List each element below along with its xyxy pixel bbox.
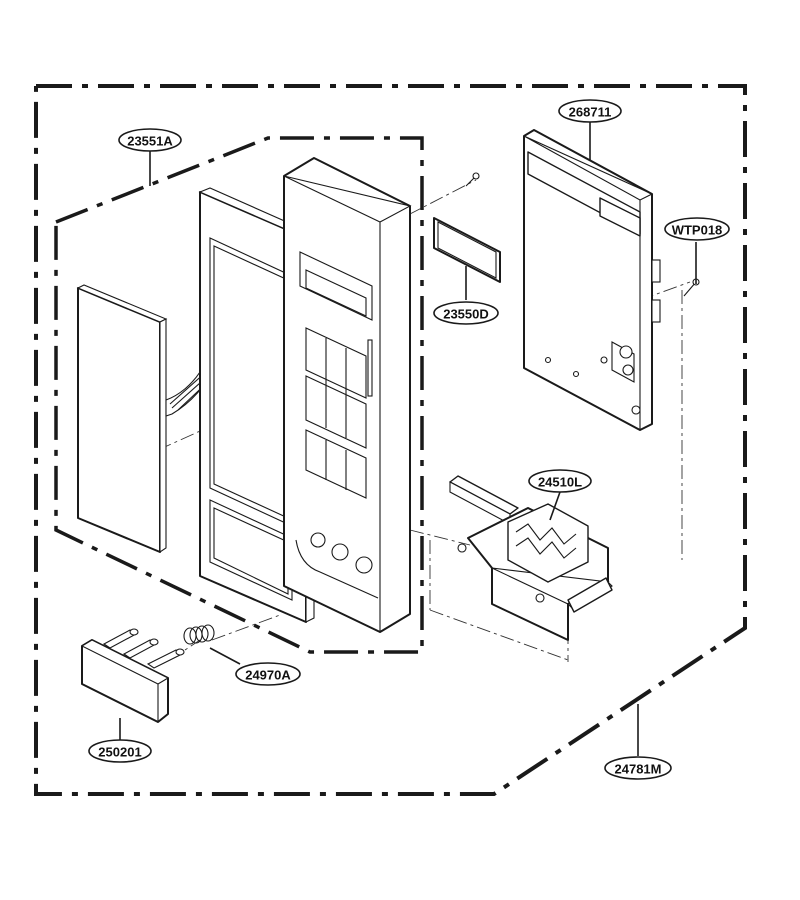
callout-24781m-label: 24781M [615, 762, 662, 777]
door-subassembly-boundary [54, 136, 424, 654]
callout-268711: 268711 [558, 99, 622, 123]
sheet-part-23550d [433, 217, 501, 283]
callout-24781m: 24781M [604, 756, 672, 780]
door-window-panel [76, 284, 168, 554]
control-panel-housing [283, 157, 412, 633]
callout-24510l-label: 24510L [538, 475, 582, 490]
callout-250201: 250201 [88, 739, 152, 763]
screw-small [465, 172, 480, 187]
callout-23550d: 23550D [433, 301, 499, 325]
door-latch-assembly [449, 475, 613, 641]
outer-assembly-boundary [34, 84, 747, 796]
spring-24970a [183, 624, 215, 645]
callout-23551a-label: 23551A [127, 134, 173, 149]
callout-24510l: 24510L [528, 469, 592, 493]
callout-23550d-label: 23550D [443, 307, 489, 322]
push-button-250201 [80, 628, 185, 723]
callout-wtp018-label: WTP018 [672, 223, 723, 238]
control-circuit-board [523, 129, 661, 431]
callout-leaders [119, 122, 697, 756]
callout-24970a-label: 24970A [245, 668, 291, 683]
callout-250201-label: 250201 [98, 745, 141, 760]
callout-23551a: 23551A [118, 128, 182, 152]
callout-wtp018: WTP018 [664, 217, 730, 241]
callout-24970a: 24970A [235, 662, 301, 686]
callout-268711-label: 268711 [569, 105, 612, 120]
